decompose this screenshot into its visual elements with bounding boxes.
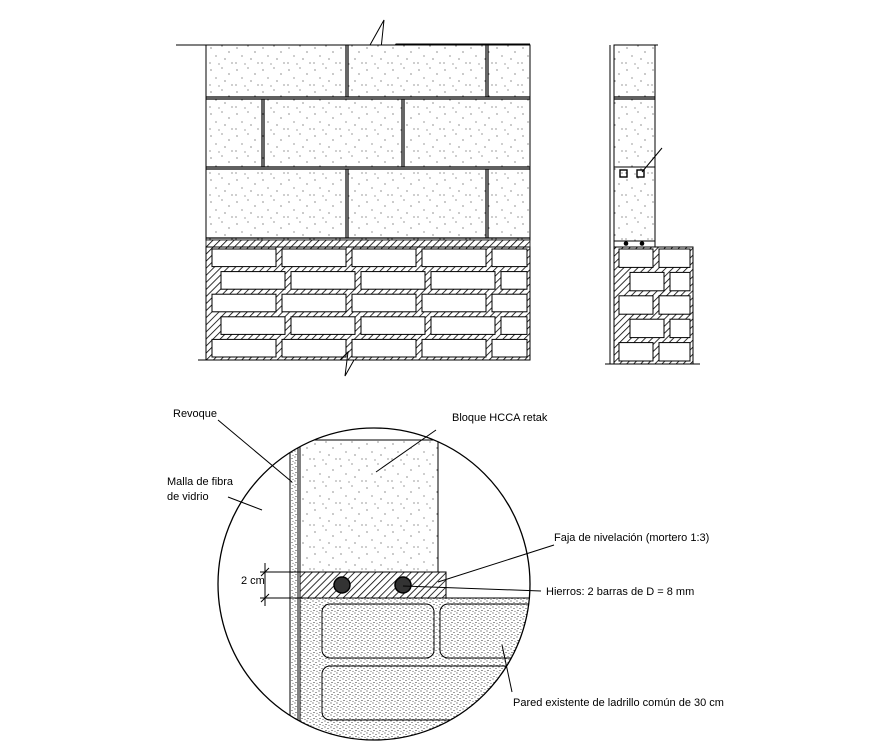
label-malla-line2: de vidrio (167, 491, 209, 503)
detail-hcca-block (299, 439, 439, 573)
brick (500, 271, 528, 290)
bottom-break-line (198, 350, 530, 377)
brick (629, 318, 665, 339)
brick (430, 316, 496, 335)
brick (281, 293, 347, 313)
brick (351, 338, 417, 358)
label-malla-line1: Malla de fibra (167, 476, 234, 488)
leveling-band-elevation (205, 239, 531, 248)
leader-lines (217, 419, 555, 693)
label-revoque: Revoque (173, 408, 217, 420)
leader-section (641, 147, 663, 173)
hcca-block-area (205, 44, 531, 241)
rebar-2 (394, 576, 412, 594)
dimension-2cm (260, 563, 300, 606)
brick (658, 342, 691, 362)
label-pared: Pared existente de ladrillo común de 30 … (513, 697, 724, 709)
brick (618, 248, 654, 268)
brick (658, 248, 691, 268)
mortar-band-section (613, 240, 656, 248)
brick (430, 271, 496, 290)
brick (491, 338, 528, 358)
brick (491, 293, 528, 313)
brick-units (211, 248, 528, 358)
label-bloque: Bloque HCCA retak (452, 412, 548, 424)
brick (211, 338, 277, 358)
brick-units-section (618, 248, 691, 362)
brick (360, 271, 426, 290)
brick (220, 316, 286, 335)
rebar-1 (333, 576, 351, 594)
brick (211, 248, 277, 268)
brick (658, 295, 691, 315)
brick (491, 248, 528, 268)
brick (220, 271, 286, 290)
brick (500, 316, 528, 335)
brick (421, 338, 487, 358)
brick (351, 248, 417, 268)
brick (421, 293, 487, 313)
brick (618, 342, 654, 362)
brick (618, 295, 654, 315)
brick (281, 338, 347, 358)
label-hierros: Hierros: 2 barras de D = 8 mm (546, 586, 694, 598)
detail-circle-outline (217, 427, 531, 741)
brick (360, 316, 426, 335)
brick (421, 248, 487, 268)
detail-leveling-band (299, 571, 447, 599)
brick (669, 271, 691, 292)
detail-circle (217, 427, 531, 741)
hcca-block-joints (206, 45, 530, 239)
brick (290, 316, 356, 335)
label-faja: Faja de nivelación (mortero 1:3) (554, 532, 709, 544)
brick (351, 293, 417, 313)
hcca-block-section (613, 44, 656, 242)
wall-elevation (176, 19, 700, 377)
brick (290, 271, 356, 290)
brick (629, 271, 665, 292)
brick (281, 248, 347, 268)
brick (669, 318, 691, 339)
label-dimension: 2 cm (241, 575, 265, 587)
brick (211, 293, 277, 313)
detail-render-layer (289, 428, 299, 740)
